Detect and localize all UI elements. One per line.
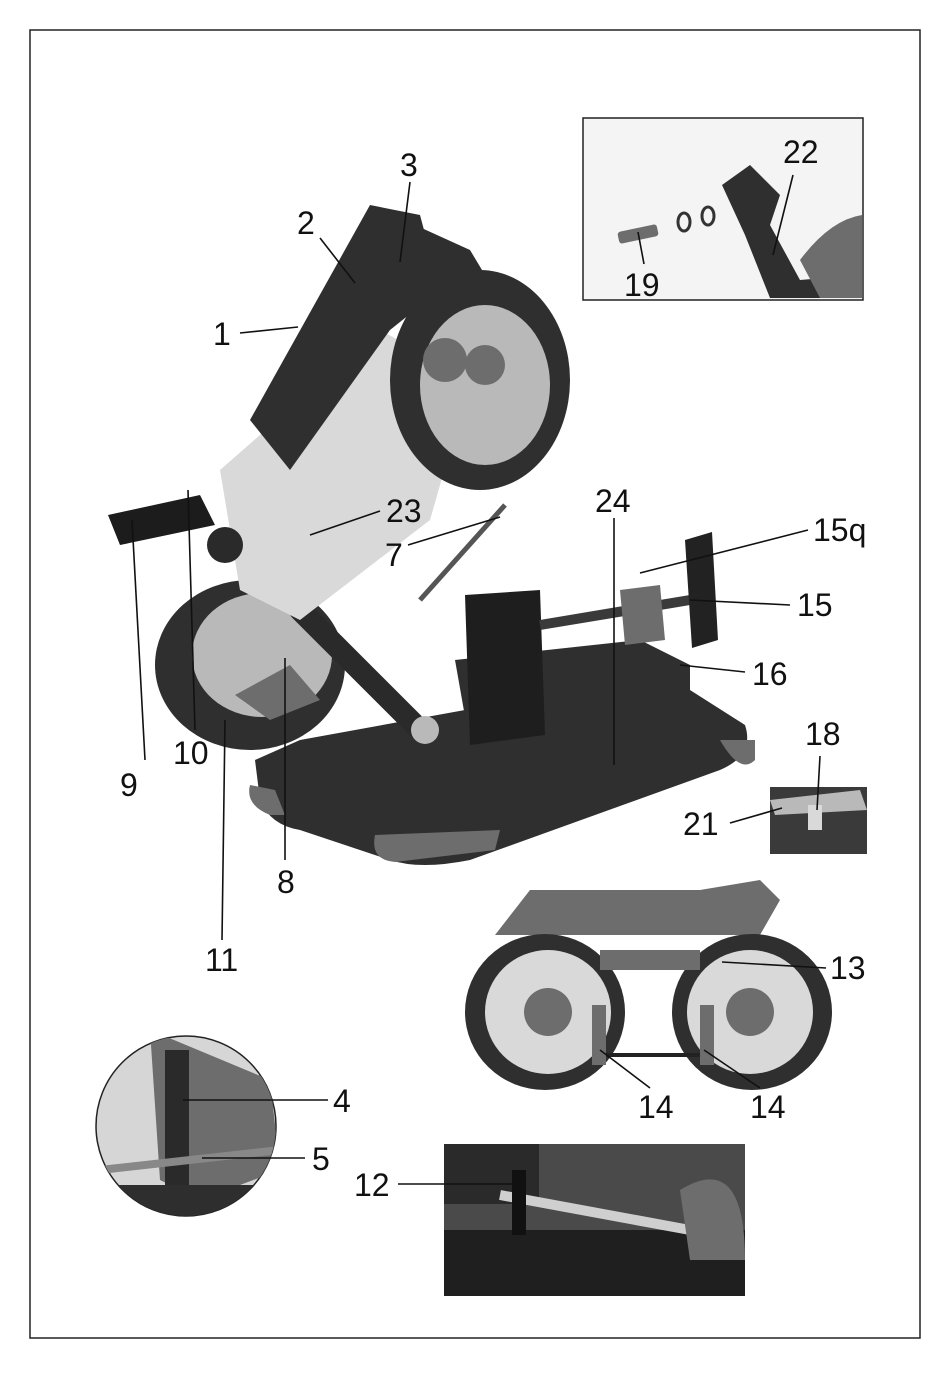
- inset-wheels: [465, 880, 832, 1090]
- callout-19: 19: [624, 267, 660, 303]
- callout-15q: 15q: [813, 512, 866, 548]
- wheels-top-frame: [495, 880, 780, 935]
- closeup-guide: [512, 1170, 526, 1235]
- callout-10: 10: [173, 735, 209, 771]
- foot-screw: [808, 805, 822, 830]
- callout-2: 2: [297, 205, 315, 241]
- left-wheel-hub: [524, 988, 572, 1036]
- upper-wheel-hub-2: [465, 345, 505, 385]
- left-blade-guide: [592, 1005, 606, 1065]
- leader-11: [222, 720, 225, 940]
- guide-table: [96, 1185, 286, 1225]
- leader-15q: [640, 530, 808, 573]
- handle-knob: [207, 527, 243, 563]
- callout-12: 12: [354, 1167, 390, 1203]
- callout-24: 24: [595, 483, 631, 519]
- callout-14-left: 14: [638, 1089, 674, 1125]
- vise-handle: [685, 532, 718, 648]
- leader-9: [132, 520, 145, 760]
- inset-blade-closeup: [444, 1144, 745, 1296]
- guide-plate: [165, 1050, 189, 1190]
- callout-3: 3: [400, 147, 418, 183]
- vise-screw: [540, 600, 690, 625]
- upper-wheel-hub: [423, 338, 467, 382]
- callout-11: 11: [205, 942, 238, 978]
- callout-7: 7: [385, 537, 403, 573]
- wheels-crossbar: [600, 950, 700, 970]
- callout-8: 8: [277, 864, 295, 900]
- front-handle: [108, 495, 215, 545]
- pivot-bolt: [411, 716, 439, 744]
- callout-16: 16: [752, 656, 788, 692]
- callout-14-right: 14: [750, 1089, 786, 1125]
- callout-21: 21: [683, 806, 719, 842]
- callout-13: 13: [830, 950, 866, 986]
- callout-5: 5: [312, 1141, 330, 1177]
- callout-15: 15: [797, 587, 833, 623]
- vise-moving-jaw: [620, 585, 665, 645]
- inset-blade-guide: [96, 1030, 286, 1225]
- callout-22: 22: [783, 134, 819, 170]
- callout-23: 23: [386, 493, 422, 529]
- callout-18: 18: [805, 716, 841, 752]
- right-wheel-hub: [726, 988, 774, 1036]
- callout-9: 9: [120, 767, 138, 803]
- vise-fixed-jaw: [465, 590, 545, 745]
- callout-4: 4: [333, 1083, 351, 1119]
- leader-1: [240, 327, 298, 333]
- callout-1: 1: [213, 316, 231, 352]
